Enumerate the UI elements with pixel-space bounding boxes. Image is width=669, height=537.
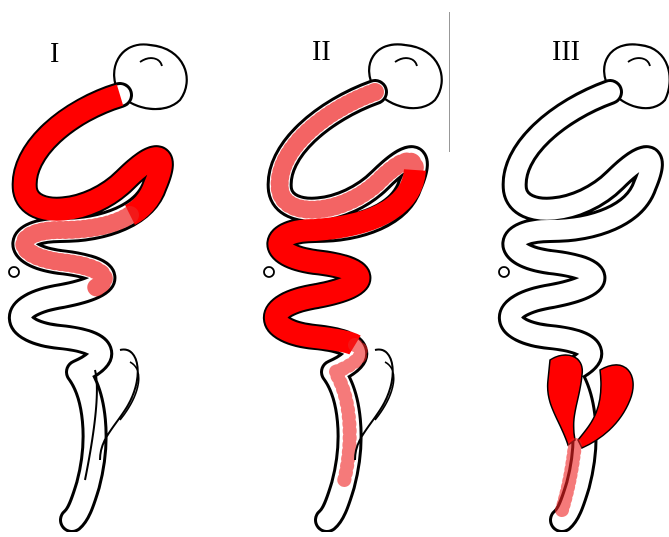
duct-branch-1b [120, 362, 139, 420]
panel-1 [9, 44, 187, 520]
bud-1 [9, 267, 19, 277]
stomach-inner-curve [628, 58, 650, 66]
stomach-inner-curve [395, 58, 417, 66]
bud-3 [499, 267, 509, 277]
panel-label-2: II [312, 38, 331, 66]
panel-2 [264, 44, 442, 520]
duct-branch-2b [375, 362, 394, 420]
panel-divider [449, 12, 450, 152]
panel-label-1: I [50, 40, 59, 68]
stomach-inner-curve [140, 58, 162, 66]
bud-2 [264, 267, 274, 277]
tube-lumen-3 [511, 92, 651, 520]
panel-3 [499, 44, 669, 520]
panel-label-3: III [552, 38, 580, 66]
